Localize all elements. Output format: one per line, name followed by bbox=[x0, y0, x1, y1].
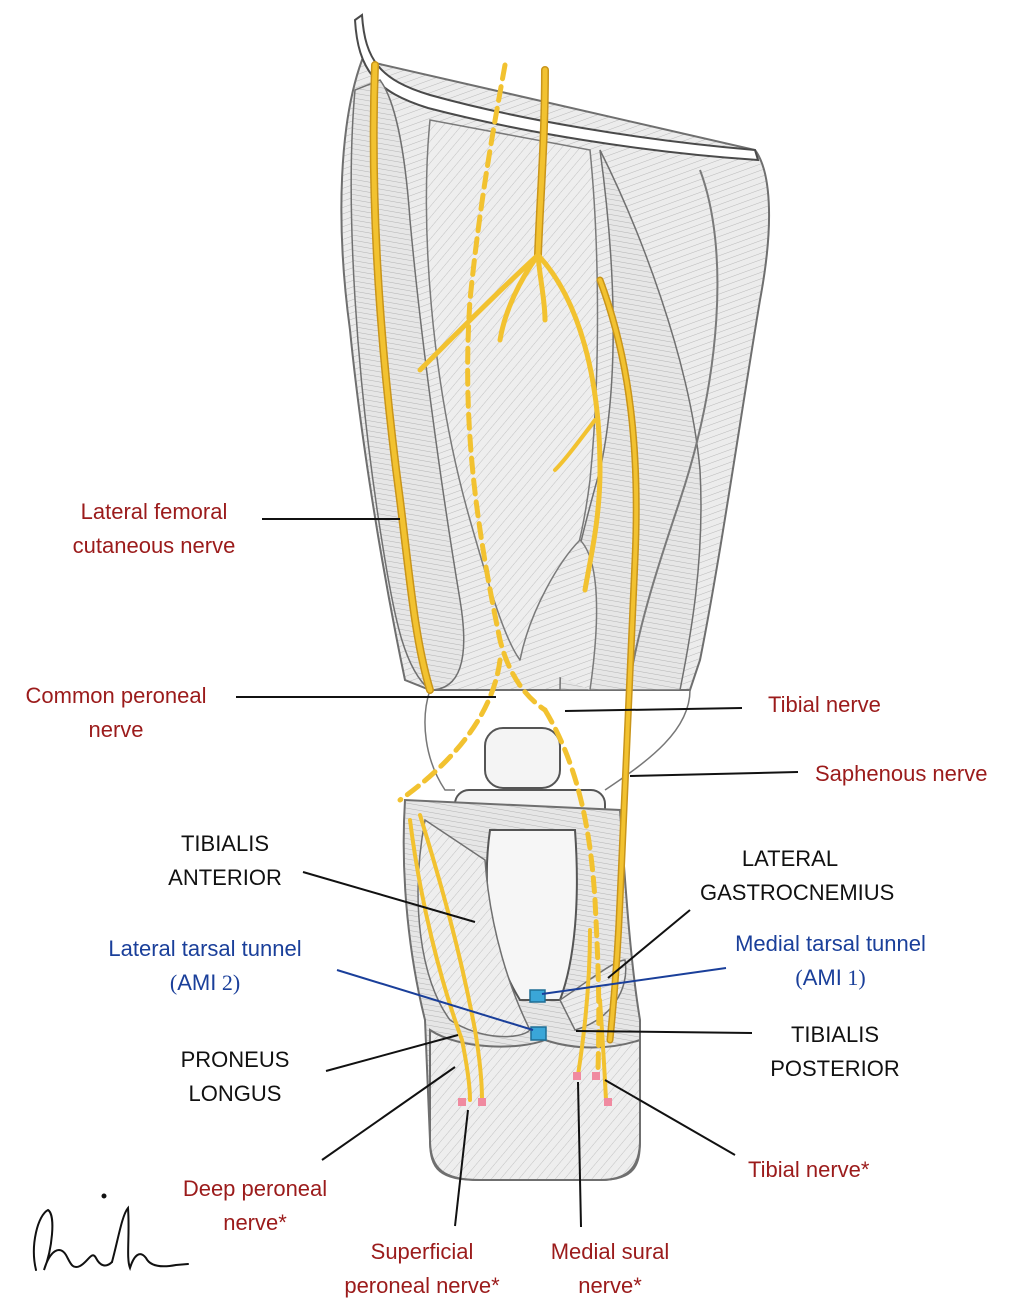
label-lateral-femoral-cutaneous-nerve: Lateral femoral cutaneous nerve bbox=[72, 499, 236, 558]
thigh-cut-edge bbox=[353, 13, 760, 162]
femoral-branch-mid bbox=[497, 252, 541, 343]
leader-lateral-gastrocnemius bbox=[607, 909, 691, 979]
patella bbox=[484, 727, 561, 789]
label-medial-tarsal-tunnel: Medial tarsal tunnel (AMI 1) bbox=[735, 931, 926, 990]
sartorius-band bbox=[629, 169, 719, 681]
leader-tibial-nerve bbox=[564, 707, 743, 712]
label-deep-peroneal-nerve: Deep peroneal nerve* bbox=[182, 1176, 328, 1235]
leader-tibialis-anterior bbox=[302, 871, 476, 923]
label-tibial-nerve: Tibial nerve bbox=[768, 692, 881, 717]
tibialis-anterior-muscle bbox=[417, 818, 531, 1038]
nerves bbox=[369, 61, 640, 1102]
common-peroneal-nerve-dashed bbox=[397, 657, 503, 803]
thigh bbox=[340, 13, 771, 691]
label-superficial-peroneal-nerve: Superficial peroneal nerve* bbox=[344, 1239, 500, 1298]
label-lateral-tarsal-tunnel: Lateral tarsal tunnel (AMI 2) bbox=[108, 936, 302, 995]
leader-saphenous bbox=[629, 771, 799, 777]
label-saphenous-nerve: Saphenous nerve bbox=[815, 761, 988, 786]
label-tibialis-anterior: TIBIALIS ANTERIOR bbox=[168, 831, 282, 890]
lower-leg bbox=[402, 798, 641, 1181]
nerve-end-marker bbox=[604, 1098, 612, 1106]
femoral-branch-lateral bbox=[417, 252, 541, 373]
artist-signature bbox=[32, 1193, 189, 1272]
tunnels bbox=[458, 989, 612, 1106]
label-tibial-nerve-star: Tibial nerve* bbox=[748, 1157, 870, 1182]
superficial-peroneal-nerve bbox=[418, 813, 484, 1102]
label-tibialis-posterior: TIBIALIS POSTERIOR bbox=[770, 1022, 900, 1081]
label-proneus-longus: PRONEUS LONGUS bbox=[180, 1047, 290, 1106]
leader-lateral-tarsal-tunnel bbox=[336, 969, 534, 1031]
nerve-end-marker bbox=[458, 1098, 466, 1106]
distal-stump bbox=[429, 1028, 641, 1181]
label-lateral-gastrocnemius: LATERAL GASTROCNEMIUS bbox=[700, 846, 895, 905]
nerve-end-marker bbox=[592, 1072, 600, 1080]
tibial-nerve-distal bbox=[598, 998, 608, 1102]
femoral-branch-center bbox=[535, 252, 548, 323]
leader-deep-peroneal bbox=[321, 1066, 456, 1161]
ami-1-tunnel bbox=[529, 989, 546, 1003]
leader-tibialis-posterior bbox=[575, 1030, 753, 1034]
leader-tibial-nerve-star bbox=[604, 1079, 736, 1156]
label-medial-sural-nerve: Medial sural nerve* bbox=[550, 1239, 670, 1298]
nerve-end-marker bbox=[478, 1098, 486, 1106]
leader-medial-tarsal-tunnel bbox=[541, 967, 727, 995]
medial-sural-nerve bbox=[576, 928, 592, 1077]
nerve-end-marker bbox=[573, 1072, 581, 1080]
leader-proneus-longus bbox=[325, 1034, 459, 1072]
leader-lines bbox=[236, 518, 799, 1228]
label-common-peroneal-nerve: Common peroneal nerve bbox=[25, 683, 207, 742]
femoral-branch-lower bbox=[553, 418, 597, 472]
femoral-branch-medial bbox=[535, 252, 603, 593]
ami-2-tunnel bbox=[530, 1026, 547, 1041]
leader-superficial-peroneal bbox=[454, 1109, 469, 1227]
leader-medial-sural bbox=[577, 1081, 582, 1228]
sciatic-dashed-nerve bbox=[465, 62, 548, 713]
